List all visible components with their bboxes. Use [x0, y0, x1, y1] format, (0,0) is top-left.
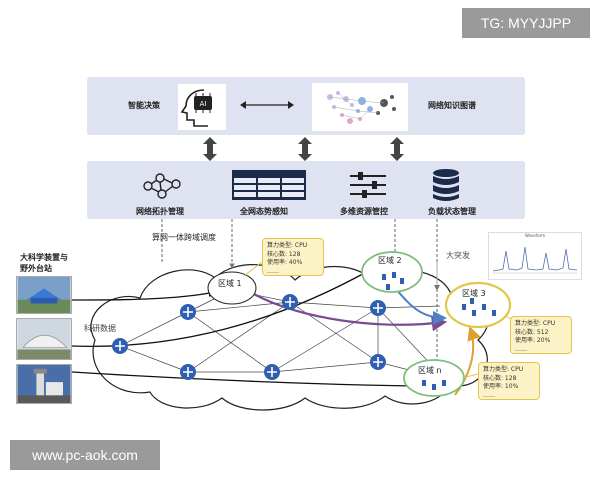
ai-head-icon: AI	[178, 84, 226, 130]
watermark-bottom-left: www.pc-aok.com	[10, 440, 160, 470]
cross-domain-schedule-label: 算网一体跨域调度	[152, 233, 216, 242]
callout-line: 核心数: 512	[515, 328, 549, 336]
topology-icon	[143, 173, 181, 199]
situation-awareness-label: 全网态势感知	[240, 207, 288, 216]
callout-line: ……	[483, 391, 495, 399]
router-nodes	[112, 294, 386, 380]
callout-line: 使用率: 10%	[483, 383, 519, 390]
region-n-compute-callout: 算力类型: CPU 核心数: 128 使用率: 10% ……	[478, 362, 540, 400]
burst-label: 大突发	[446, 251, 470, 260]
region-1-ellipse	[207, 271, 257, 305]
region-1-label: 区域 1	[218, 279, 242, 288]
watermark-top-right: TG: MYYJJPP	[462, 8, 590, 38]
field-station-photo	[16, 364, 72, 404]
callout-line: ……	[267, 267, 279, 275]
decision-layer-panel	[87, 77, 525, 135]
callout-line: ……	[515, 345, 527, 353]
resource-sliders-icon	[350, 172, 386, 198]
database-icon	[433, 169, 459, 201]
callout-line: 算力类型: CPU	[483, 366, 524, 373]
callout-line: 核心数: 128	[267, 250, 301, 258]
callout-line: 核心数: 128	[483, 374, 517, 382]
topology-mgmt-label: 网络拓扑管理	[136, 207, 184, 216]
radio-telescope-photo	[16, 318, 72, 360]
waveform-chart: Waveform	[488, 232, 582, 280]
region-3-label: 区域 3	[462, 289, 486, 298]
science-facility-photo	[16, 276, 72, 314]
callout-line: 算力类型: CPU	[267, 242, 308, 249]
waveform-line	[492, 246, 578, 274]
situation-table-icon	[232, 170, 306, 200]
sites-label: 大科学装置与 野外台站	[20, 253, 68, 273]
layer-link-arrows	[203, 137, 404, 161]
waveform-chart-title: Waveform	[524, 233, 546, 238]
research-data-label: 科研数据	[84, 324, 116, 333]
region-3-compute-callout: 算力类型: CPU 核心数: 512 使用率: 20% ……	[510, 316, 572, 354]
callout-line: 算力类型: CPU	[515, 320, 556, 327]
knowledge-graph-label: 网络知识图谱	[428, 101, 476, 110]
bidirectional-arrow-icon	[240, 101, 294, 109]
region-n-label: 区域 n	[418, 366, 442, 375]
svg-text:AI: AI	[200, 100, 207, 108]
knowledge-graph-icon	[312, 83, 408, 131]
smart-decision-label: 智能决策	[128, 101, 160, 110]
region-2-label: 区域 2	[378, 256, 402, 265]
callout-line: 使用率: 40%	[267, 259, 303, 266]
callout-line: 使用率: 20%	[515, 337, 551, 344]
load-status-label: 负载状态管理	[428, 207, 476, 216]
resource-control-label: 多维资源管控	[340, 207, 388, 216]
region-1-compute-callout: 算力类型: CPU 核心数: 128 使用率: 40% ……	[262, 238, 324, 276]
